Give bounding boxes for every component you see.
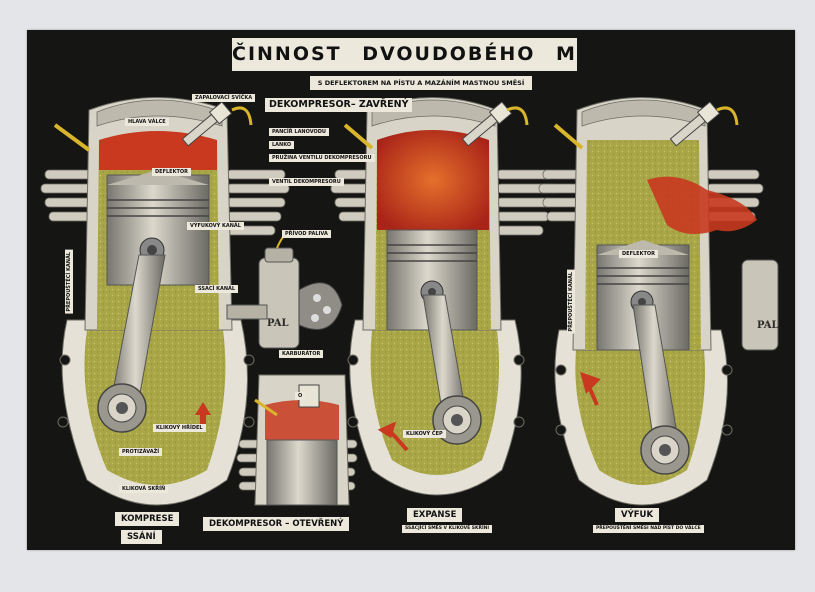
caption-compression: KOMPRESE [115,512,180,526]
note-exhaust: PŘEPOUŠTĚNÍ SMĚSI NAD PÍST DO VÁLCE [593,525,704,533]
carburettor-brand: PAL [267,318,289,329]
poster: ČINNOST DVOUDOBÉHO MOTORU S DEFLEKTOREM … [27,30,795,550]
label-counterweight: PROTIZÁVAŽÍ [119,448,163,456]
label-spark-plug: ZAPALOVACÍ SVÍČKA [192,94,256,102]
caption-decompressor-open: DEKOMPRESOR – OTEVŘENÝ [203,517,350,531]
engine-illustration [40,97,779,506]
label-cable-sheath: PANCÍŘ LANOVODU [269,128,329,136]
caption-intake: SSÁNÍ [121,530,162,544]
label-cylinder-head: HLAVA VÁLCE [125,118,169,126]
decompressor-closed-heading: DEKOMPRESOR– ZAVŘENÝ [265,98,413,112]
label-crankcase: KLIKOVÁ SKŘÍŇ [119,485,169,493]
label-valve-spring: PRUŽINA VENTILU DEKOMPRESORU [269,154,375,162]
caption-expansion: EXPANSE [407,508,463,522]
engine-exhaust [538,97,779,506]
poster-subtitle: S DEFLEKTOREM NA PÍSTU A MAZÁNÍM MASTNOU… [310,76,532,90]
label-decompressor-valve: VENTIL DEKOMPRESORU [269,178,344,186]
label-cable: LANKO [269,141,295,149]
label-crank-pin: KLIKOVÝ ČEP [403,430,446,438]
label-crankshaft: KLIKOVÝ HŘÍDEL [153,424,206,432]
engine-compression [40,97,290,506]
note-expansion: SSÁCJÍCÍ SMĚS V KLIKOVÉ SKŘÍNI [402,525,493,533]
label-fuel-supply: PŘÍVOD PALIVA [282,230,331,238]
carburettor [226,231,343,349]
decompressor-open-detail [236,374,358,506]
engine-expansion [330,97,558,496]
label-transfer-port: PŘEPOUŠTĚCÍ KANÁL [65,250,73,314]
label-exhaust-port: VÝFUKOVÝ KANÁL [187,222,244,230]
label-deflector: DEFLEKTOR [152,168,191,176]
label-transfer-port-exhaust: PŘEPOUŠTĚCÍ KANÁL [567,270,575,334]
poster-title: ČINNOST DVOUDOBÉHO MOTORU [232,38,577,71]
detail-label-o: O [295,392,306,400]
caption-exhaust: VÝFUK [615,508,660,522]
label-intake-port: SSACÍ KANÁL [195,285,239,293]
label-deflector-exhaust: DEFLEKTOR [619,250,658,258]
carburettor-brand-3: PAL [757,320,779,331]
label-carburettor: KARBURÁTOR [279,350,324,358]
